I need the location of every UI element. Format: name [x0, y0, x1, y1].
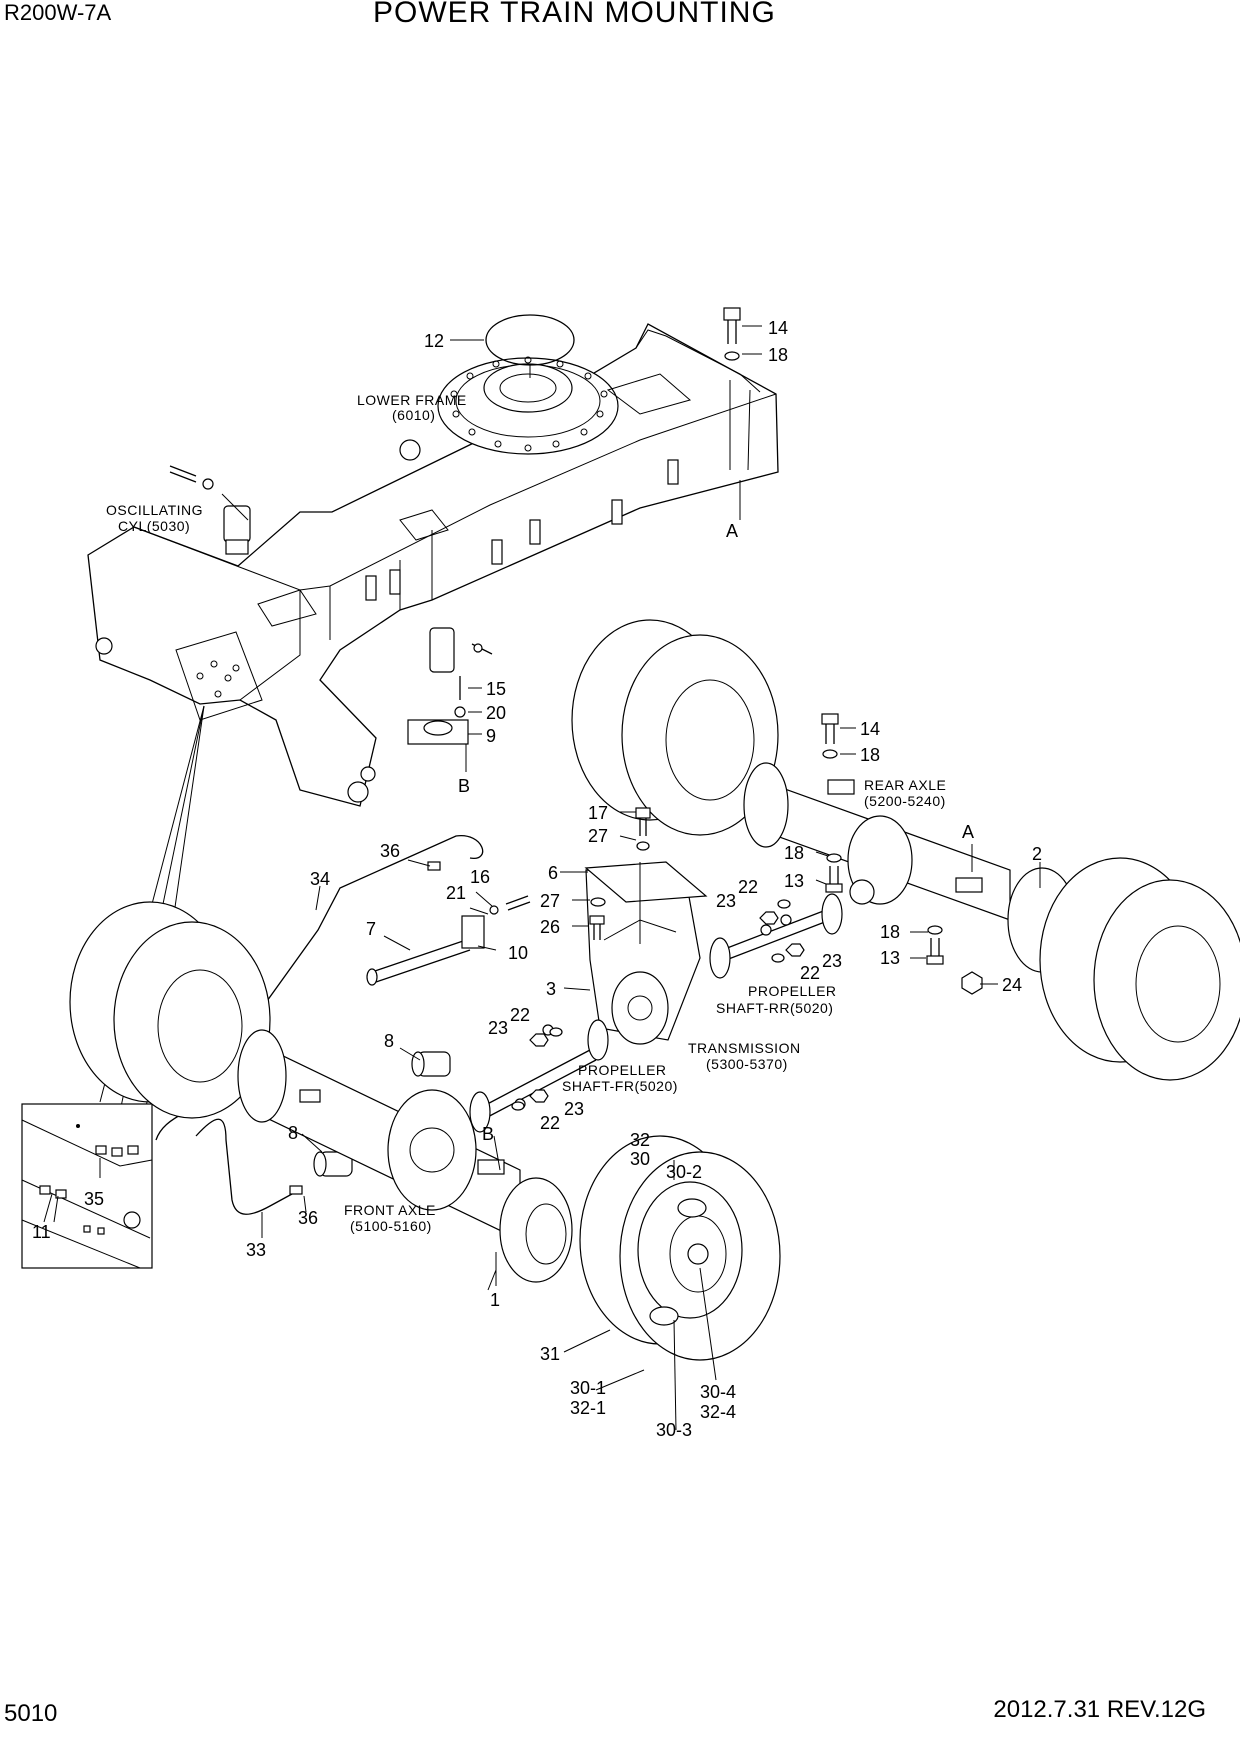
- ref-letter-b-axle: B: [482, 1124, 494, 1144]
- transmission-drawing: [584, 807, 708, 1045]
- callout-34: 34: [310, 869, 330, 889]
- callout-30-4: 30-4: [700, 1382, 736, 1402]
- bushing-part-8: [313, 1051, 451, 1177]
- callout-36-lower: 36: [298, 1208, 318, 1228]
- lower-frame-drawing: [87, 323, 779, 807]
- callout-26: 26: [540, 917, 560, 937]
- caption-oscillating: OSCILLATING: [106, 502, 203, 518]
- front-wheel-assembly: [579, 1135, 781, 1361]
- caption-rear-axle: REAR AXLE: [864, 777, 946, 793]
- ref-letter-a-axle: A: [962, 822, 974, 842]
- callout-8-lower: 8: [288, 1123, 298, 1143]
- front-axle-drawing: [69, 901, 573, 1291]
- callout-3: 3: [546, 979, 556, 999]
- callout-23-rr-top: 23: [716, 891, 736, 911]
- caption-transmission-code: (5300-5370): [706, 1056, 788, 1072]
- caption-propeller-fr-code: SHAFT-FR(5020): [562, 1078, 678, 1094]
- callout-32-1: 32-1: [570, 1398, 606, 1418]
- callout-30-1: 30-1: [570, 1378, 606, 1398]
- callout-8-upper: 8: [384, 1031, 394, 1051]
- caption-rear-axle-code: (5200-5240): [864, 793, 946, 809]
- callout-30-2: 30-2: [666, 1162, 702, 1182]
- callout-35: 35: [84, 1189, 104, 1209]
- callout-36-upper: 36: [380, 841, 400, 861]
- caption-oscillating-cyl: CYL(5030): [118, 518, 190, 534]
- callout-27-bottom: 27: [540, 891, 560, 911]
- pin-mount-part-9: [407, 627, 493, 745]
- callout-7: 7: [366, 919, 376, 939]
- callout-33: 33: [246, 1240, 266, 1260]
- rear-axle-bolts: [821, 713, 983, 995]
- callout-15: 15: [486, 679, 506, 699]
- callout-30: 30: [630, 1149, 650, 1169]
- callout-22-fr-bottom: 22: [540, 1113, 560, 1133]
- caption-propeller-rr-code: SHAFT-RR(5020): [716, 1000, 833, 1016]
- callout-22-rr-bottom: 22: [800, 963, 820, 983]
- callout-30-3: 30-3: [656, 1420, 692, 1440]
- callout-14-upper: 14: [768, 318, 788, 338]
- callout-18-right: 18: [880, 922, 900, 942]
- caption-front-axle-code: (5100-5160): [350, 1218, 432, 1234]
- callout-32: 32: [630, 1130, 650, 1150]
- nut-washer-fasteners: [511, 899, 805, 1111]
- callout-23-rr-bottom: 23: [822, 951, 842, 971]
- rear-axle-drawing: [571, 619, 1240, 1081]
- page-title: POWER TRAIN MOUNTING: [373, 0, 776, 29]
- callout-22-fr-top: 22: [510, 1005, 530, 1025]
- oscillating-cylinder-bracket: [169, 465, 251, 555]
- model-number: R200W-7A: [4, 0, 112, 25]
- callout-23-fr-top: 23: [488, 1018, 508, 1038]
- callout-18-axle: 18: [784, 843, 804, 863]
- callout-32-4: 32-4: [700, 1402, 736, 1422]
- ref-letter-b-frame: B: [458, 776, 470, 796]
- callout-11: 11: [32, 1222, 51, 1242]
- propeller-shaft-rr-drawing: [709, 893, 843, 979]
- callout-leaders: [43, 325, 1041, 1431]
- callout-31: 31: [540, 1344, 560, 1364]
- callout-16: 16: [470, 867, 490, 887]
- caption-lower-frame: LOWER FRAME: [357, 392, 467, 408]
- callout-14-rear: 14: [860, 719, 880, 739]
- callout-2: 2: [1032, 844, 1042, 864]
- caption-front-axle: FRONT AXLE: [344, 1202, 436, 1218]
- callout-24: 24: [1002, 975, 1022, 995]
- callout-20: 20: [486, 703, 506, 723]
- pin-shaft-part-7: [366, 895, 531, 986]
- callout-18-rear: 18: [860, 745, 880, 765]
- callout-23-fr-bottom: 23: [564, 1099, 584, 1119]
- callout-1: 1: [490, 1290, 500, 1310]
- callout-18-upper: 18: [768, 345, 788, 365]
- callout-13-right: 13: [880, 948, 900, 968]
- callout-13-axle: 13: [784, 871, 804, 891]
- revision-date: 2012.7.31 REV.12G: [993, 1696, 1206, 1723]
- caption-propeller-rr: PROPELLER: [748, 983, 837, 999]
- ref-letter-a-frame: A: [726, 521, 738, 541]
- callout-12: 12: [424, 331, 444, 351]
- callout-9: 9: [486, 726, 496, 746]
- callout-6: 6: [548, 863, 558, 883]
- caption-lower-frame-code: (6010): [392, 407, 435, 423]
- callout-17: 17: [588, 803, 608, 823]
- caption-transmission: TRANSMISSION: [688, 1040, 801, 1056]
- caption-propeller-fr: PROPELLER: [578, 1062, 667, 1078]
- callout-21: 21: [446, 883, 466, 903]
- inset-detail-box: [21, 1103, 153, 1269]
- callout-22-rr-top: 22: [738, 877, 758, 897]
- page-number: 5010: [4, 1700, 58, 1727]
- bolt-part-14-upper: [723, 307, 741, 361]
- callout-27-top: 27: [588, 826, 608, 846]
- callout-10: 10: [508, 943, 528, 963]
